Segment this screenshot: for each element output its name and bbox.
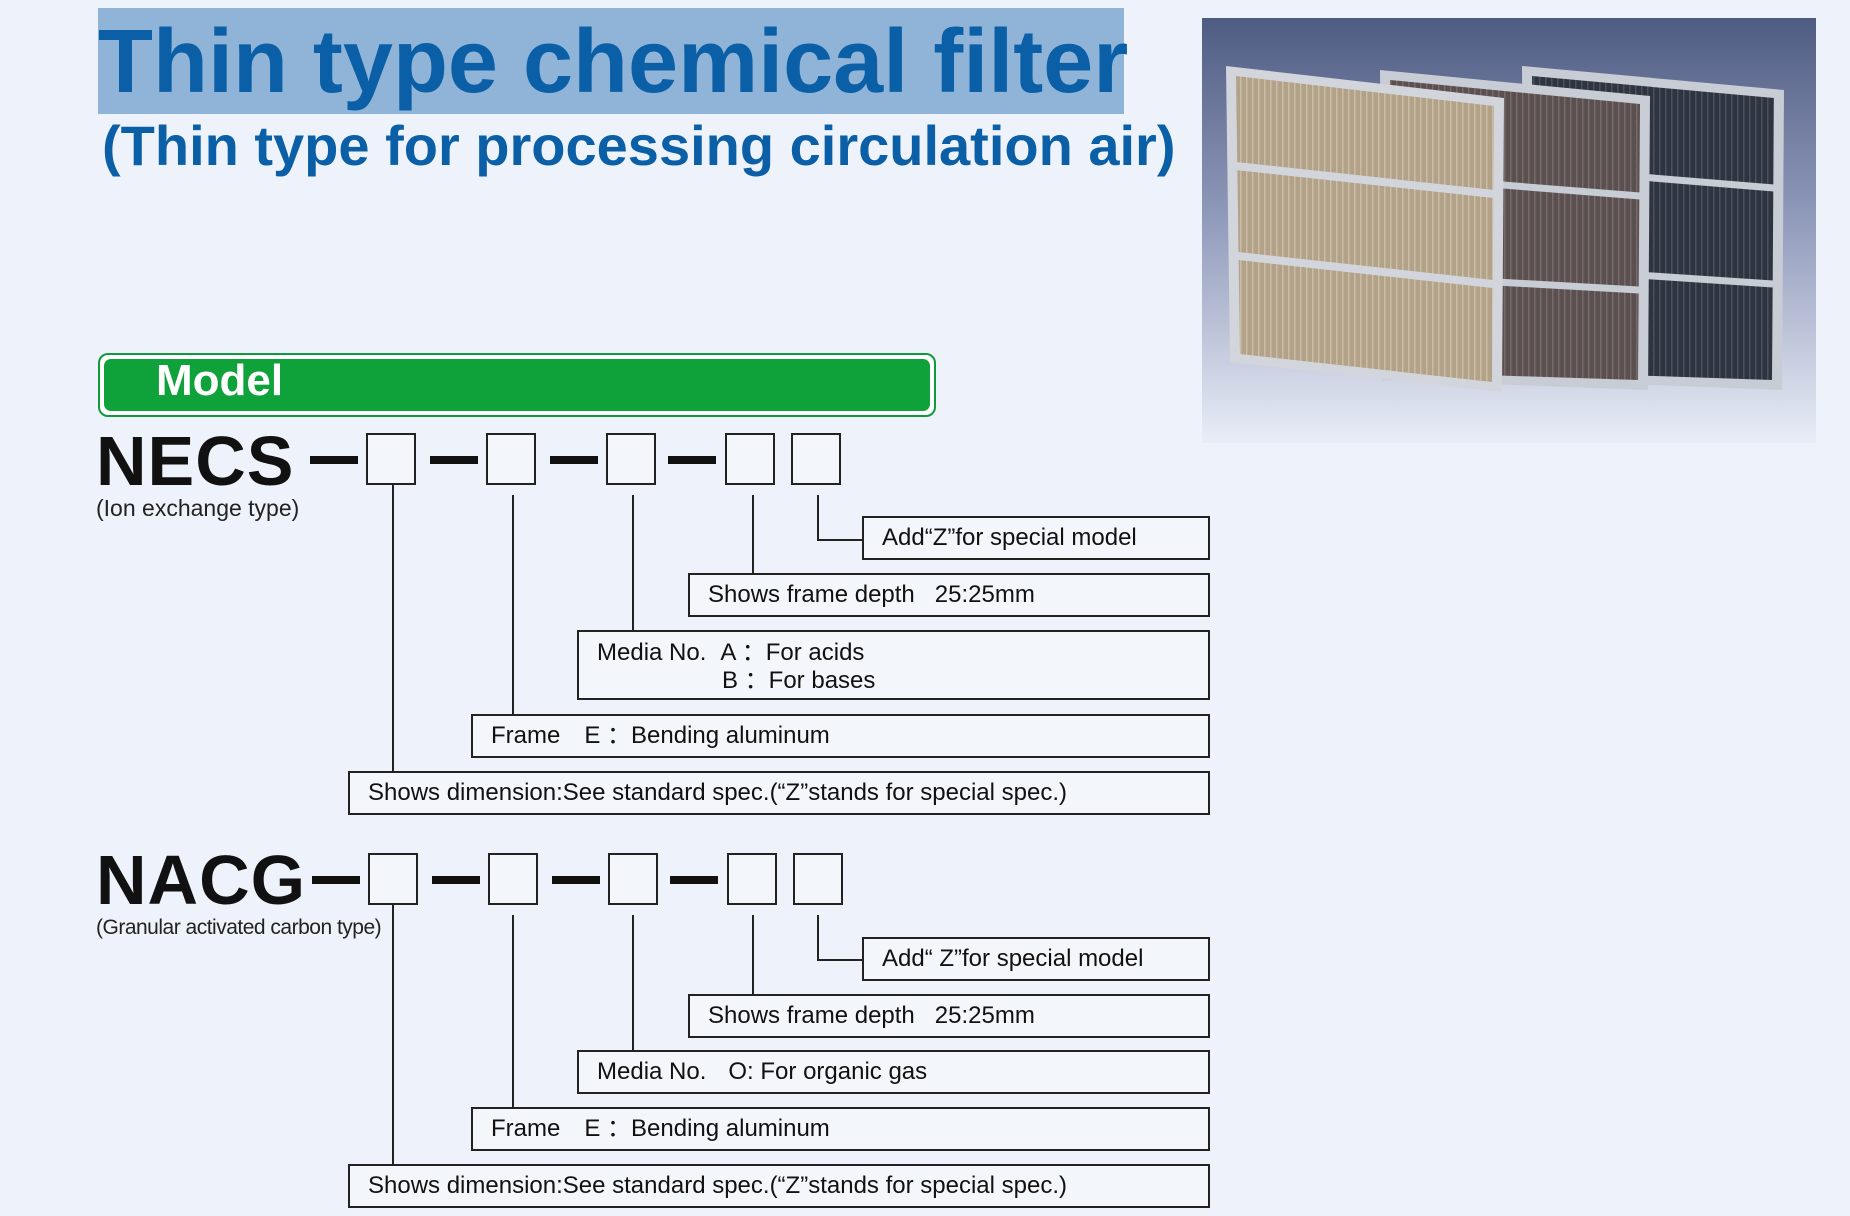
- connector-dimension: [392, 905, 394, 1165]
- label-dimension: Shows dimension:See standard spec.(“Z”st…: [348, 1164, 1210, 1208]
- model-section-header: Model: [98, 353, 936, 417]
- label-special-text: Add“ Z”for special model: [882, 945, 1144, 972]
- connector-special: [817, 495, 819, 541]
- model-type: (Granular activated carbon type): [96, 916, 382, 939]
- label-media-no: Media No. A ：For acids B ：For bases: [577, 630, 1210, 700]
- code-slot-dimension: [366, 433, 416, 485]
- code-dash: [670, 876, 718, 884]
- label-media-text: Media No.: [597, 1058, 707, 1085]
- code-dash: [552, 876, 600, 884]
- connector-special-elbow: [817, 959, 862, 961]
- code-dash: [432, 876, 480, 884]
- label-frame-value: E ：Bending aluminum: [584, 1115, 830, 1142]
- product-photo: [1202, 18, 1816, 443]
- label-frame-depth: Shows frame depth 25:25mm: [688, 573, 1210, 617]
- code-dash: [430, 456, 478, 464]
- code-slot-frame: [486, 433, 536, 485]
- label-depth-value: 25:25mm: [934, 581, 1035, 608]
- connector-depth: [752, 495, 754, 573]
- code-dash: [668, 456, 716, 464]
- label-frame-depth: Shows frame depth 25:25mm: [688, 994, 1210, 1038]
- code-slot-dimension: [368, 853, 418, 905]
- code-dash: [312, 876, 360, 884]
- model-code: NACG: [96, 841, 307, 919]
- code-slot-special: [791, 433, 841, 485]
- connector-special-elbow: [817, 539, 862, 541]
- connector-frame: [512, 495, 514, 716]
- connector-depth: [752, 915, 754, 995]
- filter-panel-front: [1226, 66, 1504, 392]
- label-depth-text: Shows frame depth: [708, 1002, 915, 1029]
- code-slot-depth: [727, 853, 777, 905]
- connector-media: [632, 915, 634, 1051]
- label-media-text: Media No.: [597, 639, 707, 666]
- code-slot-depth: [725, 433, 775, 485]
- model-section-label: Model: [156, 356, 284, 405]
- label-special-model: Add“Z”for special model: [862, 516, 1210, 560]
- code-slot-media: [608, 853, 658, 905]
- code-slot-frame: [488, 853, 538, 905]
- label-dimension-text: Shows dimension:See standard spec.(“Z”st…: [368, 779, 1067, 806]
- page-title-text: Thin type chemical filter: [98, 12, 1129, 112]
- label-depth-value: 25:25mm: [934, 1002, 1035, 1029]
- connector-special: [817, 915, 819, 961]
- code-dash: [550, 456, 598, 464]
- model-type: (Ion exchange type): [96, 495, 300, 521]
- connector-media: [632, 495, 634, 631]
- label-dimension: Shows dimension:See standard spec.(“Z”st…: [348, 771, 1210, 815]
- label-dimension-text: Shows dimension:See standard spec.(“Z”st…: [368, 1172, 1067, 1199]
- model-code: NECS: [96, 422, 295, 500]
- label-frame-value: E ：Bending aluminum: [584, 722, 830, 749]
- code-dash: [310, 456, 358, 464]
- label-media-no: Media No. O: For organic gas: [577, 1050, 1210, 1094]
- page-title: Thin type chemical filter: [98, 8, 1128, 114]
- label-frame: Frame E ：Bending aluminum: [471, 714, 1210, 758]
- connector-dimension: [392, 485, 394, 772]
- label-frame-text: Frame: [491, 1115, 561, 1142]
- filter-panels-illustration: [1226, 66, 1784, 392]
- code-slot-special: [793, 853, 843, 905]
- model-section-fill: [104, 359, 930, 411]
- label-frame: Frame E ：Bending aluminum: [471, 1107, 1210, 1151]
- label-media-option: O: For organic gas: [728, 1058, 928, 1085]
- label-frame-text: Frame: [491, 722, 561, 749]
- label-media-option: B ：For bases: [722, 667, 876, 694]
- label-depth-text: Shows frame depth: [708, 581, 915, 608]
- code-slot-media: [606, 433, 656, 485]
- label-special-text: Add“Z”for special model: [882, 524, 1137, 551]
- connector-frame: [512, 915, 514, 1108]
- label-media-option: A ：For acids: [720, 639, 865, 666]
- label-special-model: Add“ Z”for special model: [862, 937, 1210, 981]
- page-subtitle: (Thin type for processing circulation ai…: [102, 114, 1176, 177]
